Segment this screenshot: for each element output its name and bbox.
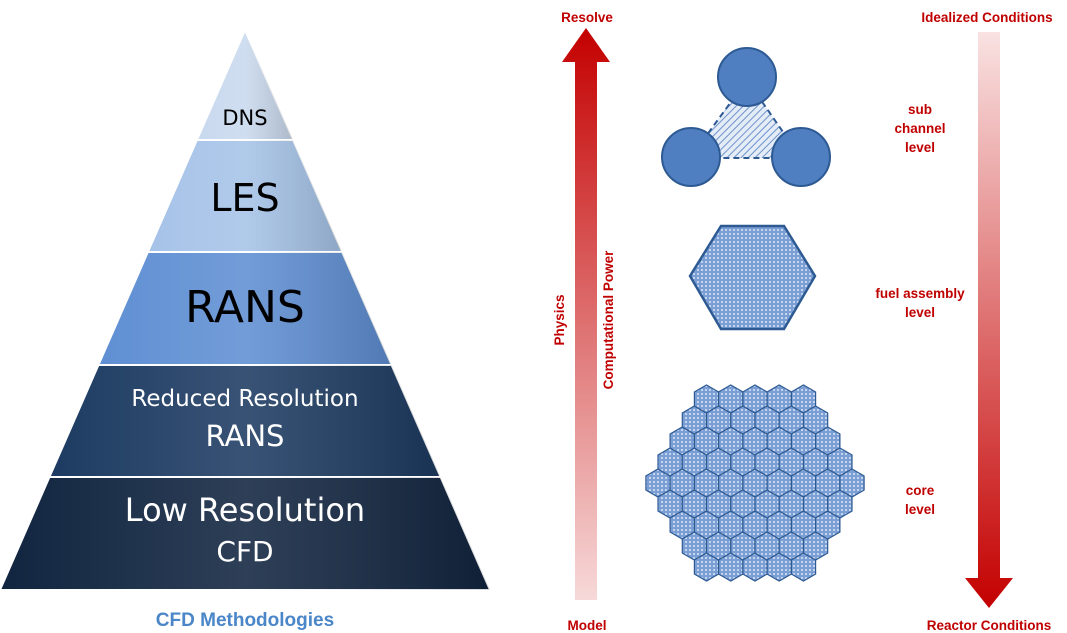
pyramid-tier-shade-5 xyxy=(0,477,490,590)
pyramid-tier-shade-4 xyxy=(49,365,441,477)
fuel-rod-right xyxy=(771,127,831,187)
level-label-line: level xyxy=(905,305,935,320)
core-level-label: core level xyxy=(905,483,935,517)
subchannel-illustration xyxy=(661,47,831,187)
down-arrow-icon xyxy=(965,32,1013,608)
subchannel-region xyxy=(688,78,803,159)
subchannel-level-label: sub channel level xyxy=(894,102,945,155)
pyramid-tier-3-label: RANS xyxy=(185,282,305,333)
physics-label: Physics xyxy=(552,294,567,345)
up-arrow-icon xyxy=(562,28,610,600)
model-label: Model xyxy=(568,618,607,633)
idealized-conditions-label: Idealized Conditions xyxy=(921,10,1052,25)
fuel-assembly-hexagon xyxy=(688,224,817,331)
resolve-label: Resolve xyxy=(561,10,613,25)
level-label-line: level xyxy=(905,502,935,517)
pyramid-tier-1-label: DNS xyxy=(222,106,267,130)
pyramid-tier-5-label: Low Resolution xyxy=(125,491,365,529)
level-label-line: level xyxy=(905,140,935,155)
pyramid-tier-shade-1 xyxy=(196,30,294,140)
pyramid-tier-5-label: CFD xyxy=(216,535,273,568)
computational-power-label: Computational Power xyxy=(601,250,616,390)
level-label-line: sub xyxy=(908,102,932,117)
level-label-line: fuel assembly xyxy=(875,286,965,301)
pyramid-tier-2-label: LES xyxy=(210,176,279,220)
pyramid-tier-4-label: RANS xyxy=(206,419,285,453)
idealized-reactor-arrow xyxy=(965,32,1013,608)
resolve-model-arrow xyxy=(562,28,610,600)
pyramid-caption: CFD Methodologies xyxy=(156,610,334,631)
pyramid-tier-4-label: Reduced Resolution xyxy=(131,386,358,412)
pyramid-tier-shade-3 xyxy=(98,252,392,365)
pyramid-tier-shade-2 xyxy=(147,140,343,252)
reactor-conditions-label: Reactor Conditions xyxy=(927,618,1052,633)
level-label-line: channel xyxy=(894,121,945,136)
level-label-line: core xyxy=(906,483,935,498)
fuel-assembly-level-label: fuel assembly level xyxy=(875,286,965,320)
fuel-rod-top xyxy=(717,47,777,107)
fuel-rod-left xyxy=(661,127,721,187)
core-assembly-hexagon xyxy=(839,468,865,498)
reactor-core xyxy=(645,384,865,582)
